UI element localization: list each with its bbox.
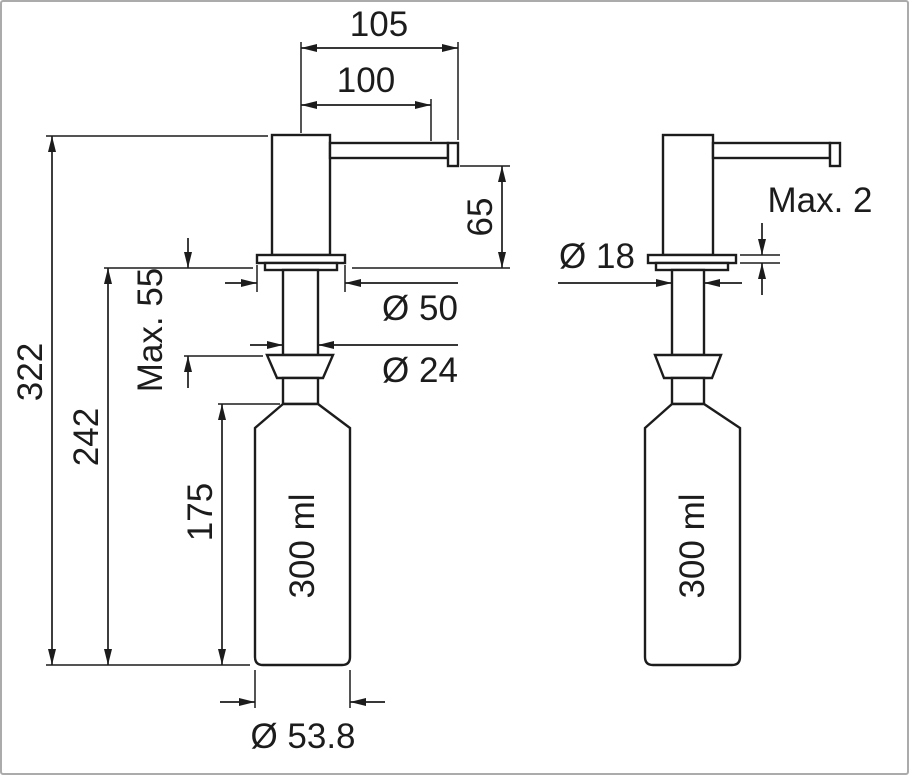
dim-100-lines — [301, 99, 432, 141]
dim-175-label: 175 — [181, 483, 220, 541]
dia-50-lines — [225, 265, 458, 292]
bottle-side — [643, 402, 742, 667]
dim-242-label: 242 — [67, 408, 106, 466]
mounting-nut-side — [653, 353, 723, 380]
dim-105-label: 105 — [350, 5, 408, 44]
max-2-label: Max. 2 — [767, 181, 872, 220]
shaft-diameter-label: Ø 24 — [382, 351, 458, 390]
bottle-neck-front — [281, 376, 320, 406]
flange-diameter-label: Ø 50 — [382, 289, 458, 328]
mounting-nut-front — [265, 353, 335, 380]
dim-322-label: 322 — [11, 343, 50, 401]
spout-arm-side — [711, 141, 832, 160]
dim-242-lines — [104, 267, 253, 665]
dim-175-lines — [218, 403, 280, 665]
threaded-shaft-front — [281, 268, 320, 357]
flange-plate-front — [255, 253, 347, 265]
threaded-shaft-side — [670, 268, 706, 357]
dim-65-lines — [352, 165, 510, 269]
dim-100-label: 100 — [337, 61, 395, 100]
pump-head-front — [270, 133, 332, 257]
dim-322-lines — [46, 135, 268, 666]
side-shaft-diameter-label: Ø 18 — [559, 237, 635, 276]
side-view — [643, 133, 842, 667]
dia-538-lines — [220, 670, 385, 708]
pump-head-side — [661, 133, 715, 257]
spout-tip-front — [446, 141, 460, 168]
bottle-volume-label-side: 300 ml — [673, 493, 712, 598]
front-view — [253, 133, 460, 667]
dim-65-label: 65 — [461, 198, 500, 237]
dim-105-lines — [300, 42, 459, 140]
dim-max55-lines — [184, 238, 263, 388]
bottle-front — [253, 402, 352, 667]
spout-tip-side — [828, 141, 842, 168]
spout-arm-front — [328, 141, 450, 160]
max-55-label: Max. 55 — [131, 268, 170, 393]
flange-plate-side — [646, 253, 738, 265]
bottle-neck-side — [670, 376, 706, 406]
dim-max2-lines — [740, 223, 780, 295]
bottle-diameter-label: Ø 53.8 — [250, 717, 355, 756]
bottle-volume-label-front: 300 ml — [283, 493, 322, 598]
